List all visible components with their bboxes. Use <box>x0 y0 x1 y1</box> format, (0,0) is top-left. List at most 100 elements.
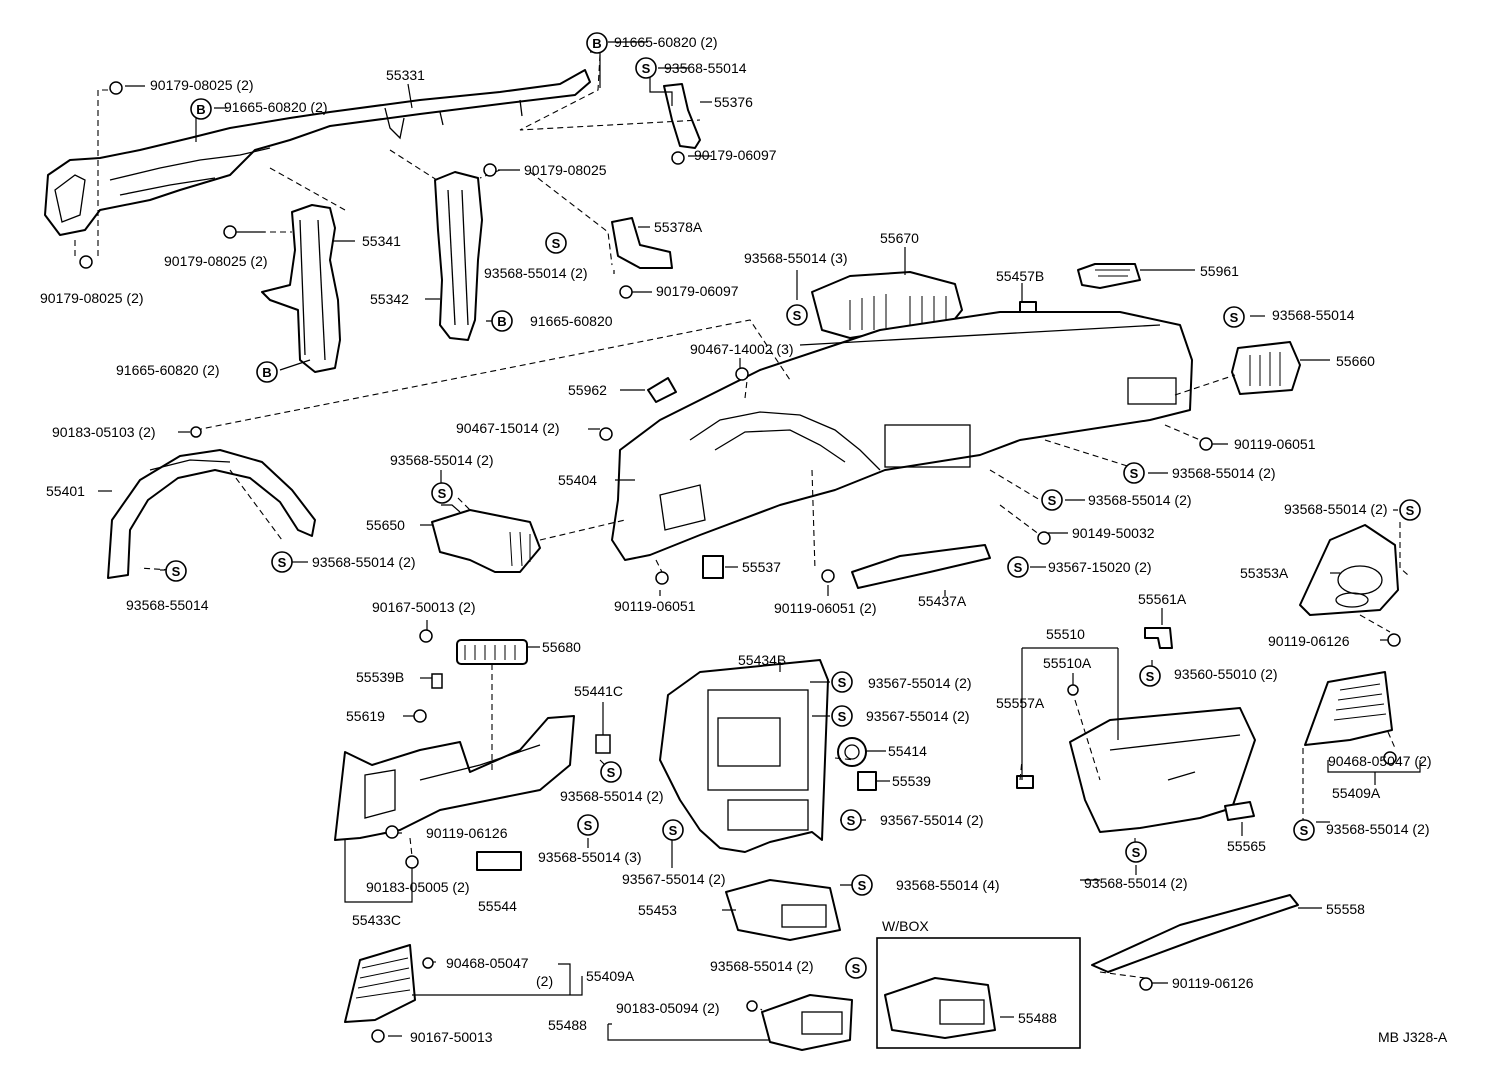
badge-s-letter: S <box>838 675 847 690</box>
badge-s-symbol <box>577 814 599 836</box>
label-paren-2: (2) <box>536 973 553 989</box>
label-55650: 55650 <box>366 517 405 533</box>
label-55409A-right: 55409A <box>1332 785 1381 801</box>
badge-s-letter: S <box>438 486 447 501</box>
part-55376-bracket <box>663 83 701 149</box>
label-55961: 55961 <box>1200 263 1239 279</box>
badge-s-symbol <box>431 482 453 504</box>
label-93568-55014-2-d: 93568-55014 (2) <box>1088 492 1192 508</box>
label-90119-06051-b: 90119-06051 <box>614 598 696 614</box>
label-90119-06126-b: 90119-06126 <box>426 825 508 841</box>
badge-s-letter: S <box>1406 503 1415 518</box>
badge-s-letter: S <box>852 961 861 976</box>
label-93568-55014-b: 93568-55014 <box>1272 307 1355 323</box>
part-55341-bracket <box>261 204 341 373</box>
badge-s-letter: S <box>584 818 593 833</box>
label-91665-60820: 91665-60820 <box>530 313 613 329</box>
label-93567-15020-2: 93567-15020 (2) <box>1048 559 1152 575</box>
badge-s-symbol <box>786 304 808 326</box>
badge-b-letter: B <box>262 365 271 380</box>
label-55539: 55539 <box>892 773 931 789</box>
label-90468-05047-2: 90468-05047 (2) <box>1328 753 1432 769</box>
part-55557A <box>1016 775 1034 789</box>
part-55401-panel <box>107 449 316 579</box>
badge-s-symbol <box>1139 665 1161 687</box>
label-55353A: 55353A <box>1240 565 1289 581</box>
label-91665-60820-2-top: 91665-60820 (2) <box>614 34 718 50</box>
label-91665-60820-2-d: 91665-60820 (2) <box>116 362 220 378</box>
label-55437A: 55437A <box>918 593 967 609</box>
label-90167-50013-2: 90167-50013 (2) <box>372 599 476 615</box>
label-90183-05103-2: 90183-05103 (2) <box>52 424 156 440</box>
label-55433C: 55433C <box>352 912 401 928</box>
badge-s-letter: S <box>607 765 616 780</box>
label-90183-05094-2: 90183-05094 (2) <box>616 1000 720 1016</box>
part-55488-box <box>884 977 996 1039</box>
label-55510A: 55510A <box>1043 655 1092 671</box>
label-90119-06051: 90119-06051 <box>1234 436 1316 452</box>
badge-s-symbol <box>831 671 853 693</box>
label-55453: 55453 <box>638 902 677 918</box>
label-55962: 55962 <box>568 382 607 398</box>
badge-s-symbol <box>851 874 873 896</box>
badge-s-symbol <box>165 560 187 582</box>
label-55409A-left: 55409A <box>586 968 635 984</box>
label-93567-55014-2-c: 93567-55014 (2) <box>880 812 984 828</box>
badge-s-letter: S <box>172 564 181 579</box>
part-55660-side-vent <box>1231 341 1301 395</box>
label-55510: 55510 <box>1046 626 1085 642</box>
label-93567-55014-2: 93567-55014 (2) <box>868 675 972 691</box>
part-55342-bracket <box>434 171 483 341</box>
badge-b-letter: B <box>592 36 601 51</box>
label-93568-55014-3: 93568-55014 (3) <box>744 250 848 266</box>
part-55404-dashboard <box>611 311 1193 561</box>
part-55539 <box>857 771 877 791</box>
part-55565 <box>1224 801 1255 821</box>
badge-s-letter: S <box>1230 310 1239 325</box>
part-55650-vent <box>431 509 541 573</box>
label-93567-55014-2-b: 93567-55014 (2) <box>866 708 970 724</box>
label-55488-box: 55488 <box>1018 1010 1057 1026</box>
badge-b-symbol <box>190 98 212 120</box>
badge-s-letter: S <box>278 555 287 570</box>
w-box-frame <box>876 937 1081 1049</box>
label-91665-60820-2: 91665-60820 (2) <box>224 99 328 115</box>
part-55437A <box>851 544 991 589</box>
badge-s-letter: S <box>838 709 847 724</box>
part-55962 <box>647 377 677 403</box>
label-90179-06097-b: 90179-06097 <box>656 283 739 299</box>
label-90183-05005-2: 90183-05005 (2) <box>366 879 470 895</box>
label-55404: 55404 <box>558 472 597 488</box>
part-55510-glove-box <box>1069 707 1256 833</box>
label-55441C: 55441C <box>574 683 623 699</box>
badge-s-letter: S <box>793 308 802 323</box>
label-90467-15014-2: 90467-15014 (2) <box>456 420 560 436</box>
badge-s-letter: S <box>552 236 561 251</box>
badge-s-symbol <box>1123 462 1145 484</box>
part-55409A-left <box>344 944 416 1023</box>
badge-s-letter: S <box>1130 466 1139 481</box>
label-55341: 55341 <box>362 233 401 249</box>
fasteners <box>79 81 1401 1043</box>
part-55961 <box>1077 263 1141 289</box>
badge-b-letter: B <box>497 314 506 329</box>
label-90179-08025: 90179-08025 <box>524 162 607 178</box>
label-55619: 55619 <box>346 708 385 724</box>
label-55557A: 55557A <box>996 695 1045 711</box>
label-90179-08025-2: 90179-08025 (2) <box>150 77 254 93</box>
part-55409A-right <box>1304 671 1393 746</box>
label-90467-14002-3: 90467-14002 (3) <box>690 341 794 357</box>
part-55433C-lower-panel <box>334 715 575 841</box>
part-55488-bottom-tray <box>761 994 853 1051</box>
label-93567-55014-2-d: 93567-55014 (2) <box>622 871 726 887</box>
label-55434B: 55434B <box>738 652 786 668</box>
badge-s-symbol <box>1125 841 1147 863</box>
label-55401: 55401 <box>46 483 85 499</box>
label-90179-06097: 90179-06097 <box>694 147 777 163</box>
label-55544: 55544 <box>478 898 517 914</box>
label-90167-50013: 90167-50013 <box>410 1029 493 1045</box>
badge-s-letter: S <box>642 61 651 76</box>
badge-s-letter: S <box>847 813 856 828</box>
label-w-box: W/BOX <box>882 918 929 934</box>
badge-s-symbol <box>845 957 867 979</box>
